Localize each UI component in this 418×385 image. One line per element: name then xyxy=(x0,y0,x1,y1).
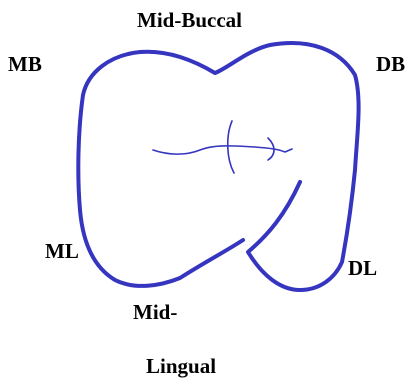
label-dl: DL xyxy=(348,256,378,280)
tooth-outline xyxy=(76,41,361,292)
label-db: DB xyxy=(376,52,406,76)
groove-cross-right xyxy=(267,137,275,161)
label-mid-buccal: Mid-Buccal xyxy=(137,8,242,32)
label-mid: Mid- xyxy=(133,300,178,324)
groove-cross-left xyxy=(226,120,235,174)
label-lingual: Lingual xyxy=(146,354,217,378)
central-groove xyxy=(152,145,293,155)
label-mb: MB xyxy=(8,52,42,76)
label-ml: ML xyxy=(45,239,79,263)
